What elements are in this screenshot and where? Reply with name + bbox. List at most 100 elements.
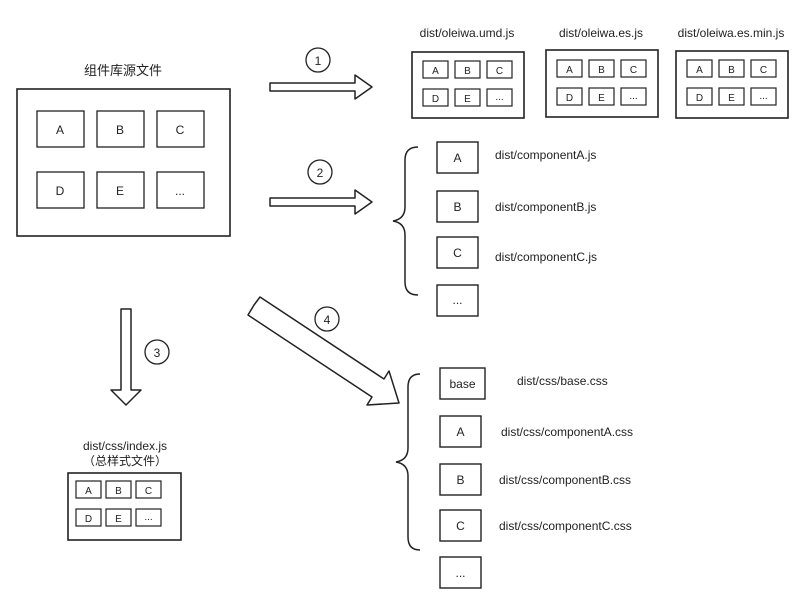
component-module-box <box>436 284 479 317</box>
style-module-box <box>135 508 162 527</box>
component-module-label: A <box>453 151 461 165</box>
style-module-label: ... <box>144 512 152 523</box>
bundle-label: dist/oleiwa.es.js <box>559 26 643 40</box>
style-module-box <box>75 480 102 499</box>
bundle-module-label: ... <box>629 91 637 102</box>
style-bundle: dist/css/index.js （总样式文件） A B C D E ... <box>67 439 182 541</box>
bundle-module-box <box>422 60 449 79</box>
css-module-box <box>439 415 482 448</box>
css-output-list: base dist/css/base.css A dist/css/compon… <box>439 367 633 589</box>
style-module-label: A <box>85 486 92 497</box>
style-module-box <box>105 480 132 499</box>
bundle-box <box>545 49 659 118</box>
source-library-box <box>16 88 231 237</box>
bundle-es: dist/oleiwa.es.js A B C D E ... <box>545 26 659 118</box>
component-module-box <box>436 190 479 223</box>
component-file-label: dist/componentA.js <box>495 148 596 162</box>
css-module-box <box>439 556 482 589</box>
css-module-label: ... <box>455 566 465 580</box>
style-bundle-label: dist/css/index.js <box>83 439 167 453</box>
css-file-label: dist/css/componentB.css <box>499 473 631 487</box>
bundle-module-label: D <box>696 93 703 104</box>
bundle-module-label: D <box>566 93 573 104</box>
style-module-box <box>75 508 102 527</box>
hollow-arrow-down <box>110 308 142 406</box>
step-badge <box>305 47 331 73</box>
bundle-module-box <box>588 59 615 78</box>
style-module-label: B <box>115 486 122 497</box>
bundle-module-label: B <box>728 65 735 76</box>
bundle-module-box <box>750 59 777 78</box>
bundle-module-box <box>718 87 745 106</box>
bundle-module-box <box>620 59 647 78</box>
style-bundle-sublabel: （总样式文件） <box>83 453 167 468</box>
curly-brace <box>395 373 421 551</box>
source-module-box <box>36 110 85 148</box>
source-module-box <box>36 171 85 209</box>
step-number: 1 <box>315 54 322 68</box>
bundle-module-label: ... <box>495 92 503 103</box>
style-module-label: C <box>145 486 152 497</box>
bundle-label: dist/oleiwa.es.min.js <box>678 26 785 40</box>
step-badge <box>314 306 340 332</box>
bundle-box <box>675 50 789 119</box>
source-module-label: A <box>56 123 64 137</box>
bundle-module-box <box>588 87 615 106</box>
bundle-module-box <box>454 88 481 107</box>
bundle-module-box <box>750 87 777 106</box>
hollow-arrow-right <box>269 74 373 100</box>
bundle-box <box>411 51 525 119</box>
css-module-box <box>439 463 482 496</box>
source-module-box <box>96 110 145 148</box>
component-file-label: dist/componentB.js <box>495 200 596 214</box>
bundle-module-label: B <box>464 66 471 77</box>
source-module-label: D <box>56 184 65 198</box>
step-number: 3 <box>154 346 161 360</box>
component-module-label: ... <box>452 293 462 307</box>
bundle-module-box <box>422 88 449 107</box>
component-module-label: C <box>453 246 462 260</box>
bundle-module-label: E <box>728 93 735 104</box>
style-module-box <box>135 480 162 499</box>
css-module-label: C <box>456 519 465 533</box>
css-file-label: dist/css/base.css <box>517 374 608 388</box>
source-module-label: B <box>116 123 124 137</box>
component-file-label: dist/componentC.js <box>495 250 597 264</box>
component-module-box <box>436 141 479 174</box>
bundle-module-label: C <box>760 65 767 76</box>
bundle-label: dist/oleiwa.umd.js <box>420 26 515 40</box>
bundle-module-box <box>620 87 647 106</box>
bundle-module-box <box>556 59 583 78</box>
css-module-label: base <box>449 377 475 391</box>
source-module-box <box>156 171 205 209</box>
step-badge <box>307 159 333 185</box>
style-bundle-box <box>67 472 182 541</box>
bundle-module-label: A <box>696 65 703 76</box>
component-module-label: B <box>453 200 461 214</box>
step-badge <box>144 339 170 365</box>
style-module-label: E <box>115 514 122 525</box>
bundle-module-box <box>486 88 513 107</box>
bundle-module-box <box>486 60 513 79</box>
source-module-grid: A B C D E ... <box>36 110 205 209</box>
bundle-module-label: E <box>598 93 605 104</box>
source-module-box <box>156 110 205 148</box>
css-module-box <box>439 367 486 400</box>
bundle-module-label: D <box>432 94 439 105</box>
bundle-module-label: A <box>566 65 573 76</box>
bundle-es-min: dist/oleiwa.es.min.js A B C D E ... <box>675 26 789 119</box>
bundle-module-label: C <box>496 66 503 77</box>
css-module-box <box>439 509 482 542</box>
bundle-module-label: E <box>464 94 471 105</box>
bundle-module-box <box>556 87 583 106</box>
component-module-box <box>436 236 479 269</box>
bundle-module-label: ... <box>759 91 767 102</box>
step-number: 2 <box>317 166 324 180</box>
style-module-box <box>105 508 132 527</box>
curly-brace <box>392 146 419 296</box>
bundle-module-label: A <box>432 66 439 77</box>
css-file-label: dist/css/componentC.css <box>499 519 632 533</box>
step-number: 4 <box>324 313 331 327</box>
bundle-module-box <box>686 59 713 78</box>
bundle-module-label: C <box>630 65 637 76</box>
